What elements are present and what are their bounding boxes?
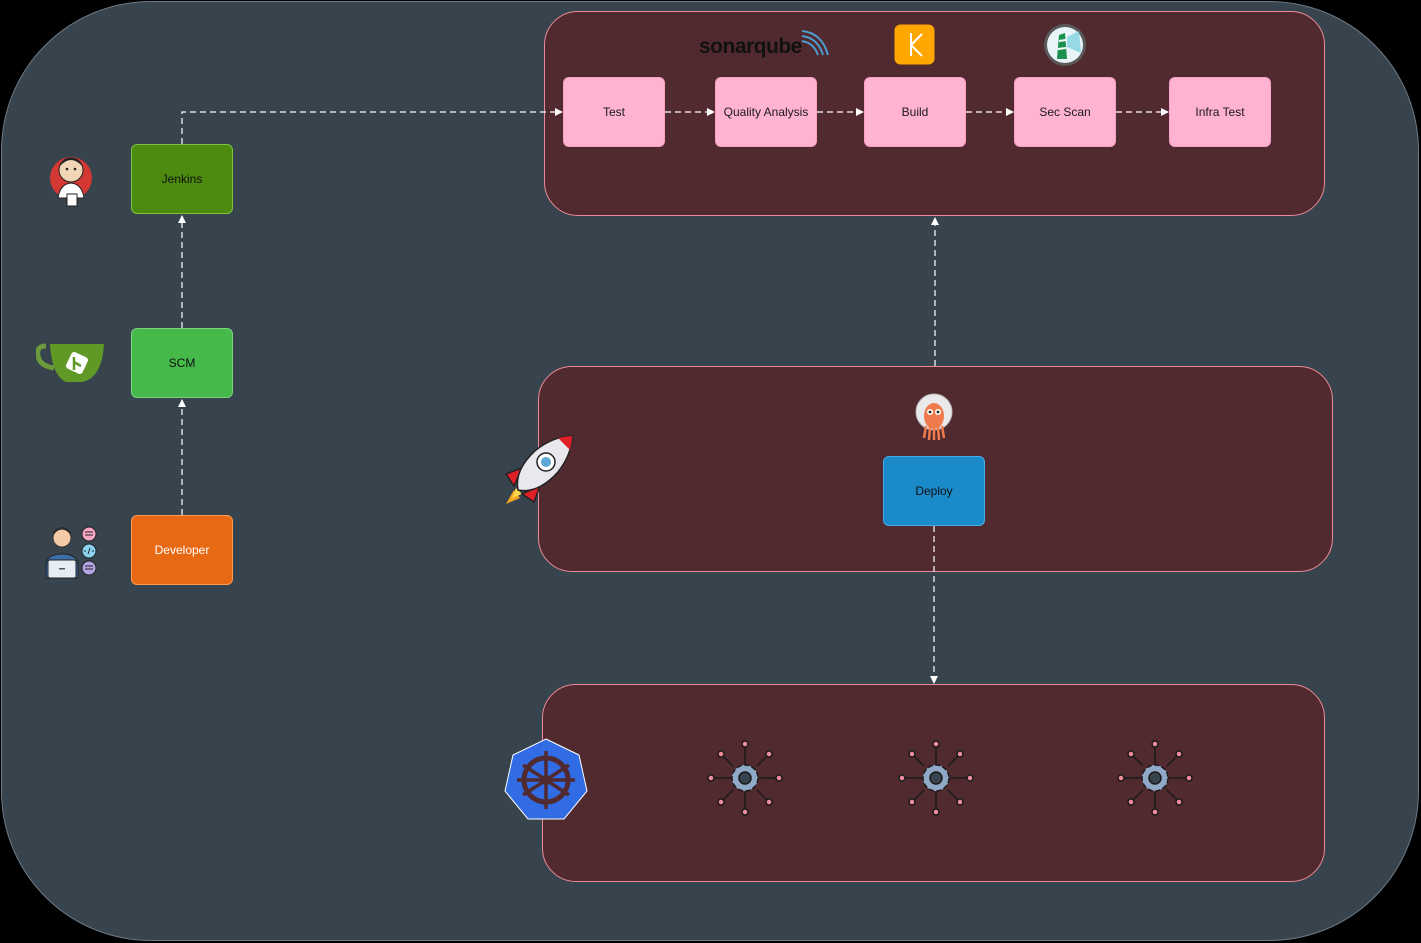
node-gear-icon [898, 740, 974, 816]
arrow-jenkins-test [181, 108, 563, 144]
infra-test-stage[interactable]: Infra Test [1169, 77, 1271, 147]
developer-icon [45, 526, 97, 579]
deploy-node[interactable]: Deploy [883, 456, 985, 526]
sonarqube-waves-icon [801, 30, 829, 56]
test-stage[interactable]: Test [563, 77, 665, 147]
jenkins-icon [50, 157, 92, 207]
quality-analysis-stage[interactable]: Quality Analysis [715, 77, 817, 147]
gitea-icon [36, 343, 104, 382]
build-stage[interactable]: Build [864, 77, 966, 147]
developer-node[interactable]: Developer [131, 515, 233, 585]
kubernetes-icon [504, 738, 588, 820]
trivy-icon [1044, 24, 1086, 66]
scm-node[interactable]: SCM [131, 328, 233, 398]
jenkins-node[interactable]: Jenkins [131, 144, 233, 214]
kaniko-icon [894, 24, 935, 65]
argo-icon [915, 393, 953, 441]
node-gear-icon [1117, 740, 1193, 816]
sonarqube-logo: sonarqube [699, 35, 802, 58]
node-gear-icon [707, 740, 783, 816]
rocket-icon [504, 435, 573, 504]
sec-scan-stage[interactable]: Sec Scan [1014, 77, 1116, 147]
